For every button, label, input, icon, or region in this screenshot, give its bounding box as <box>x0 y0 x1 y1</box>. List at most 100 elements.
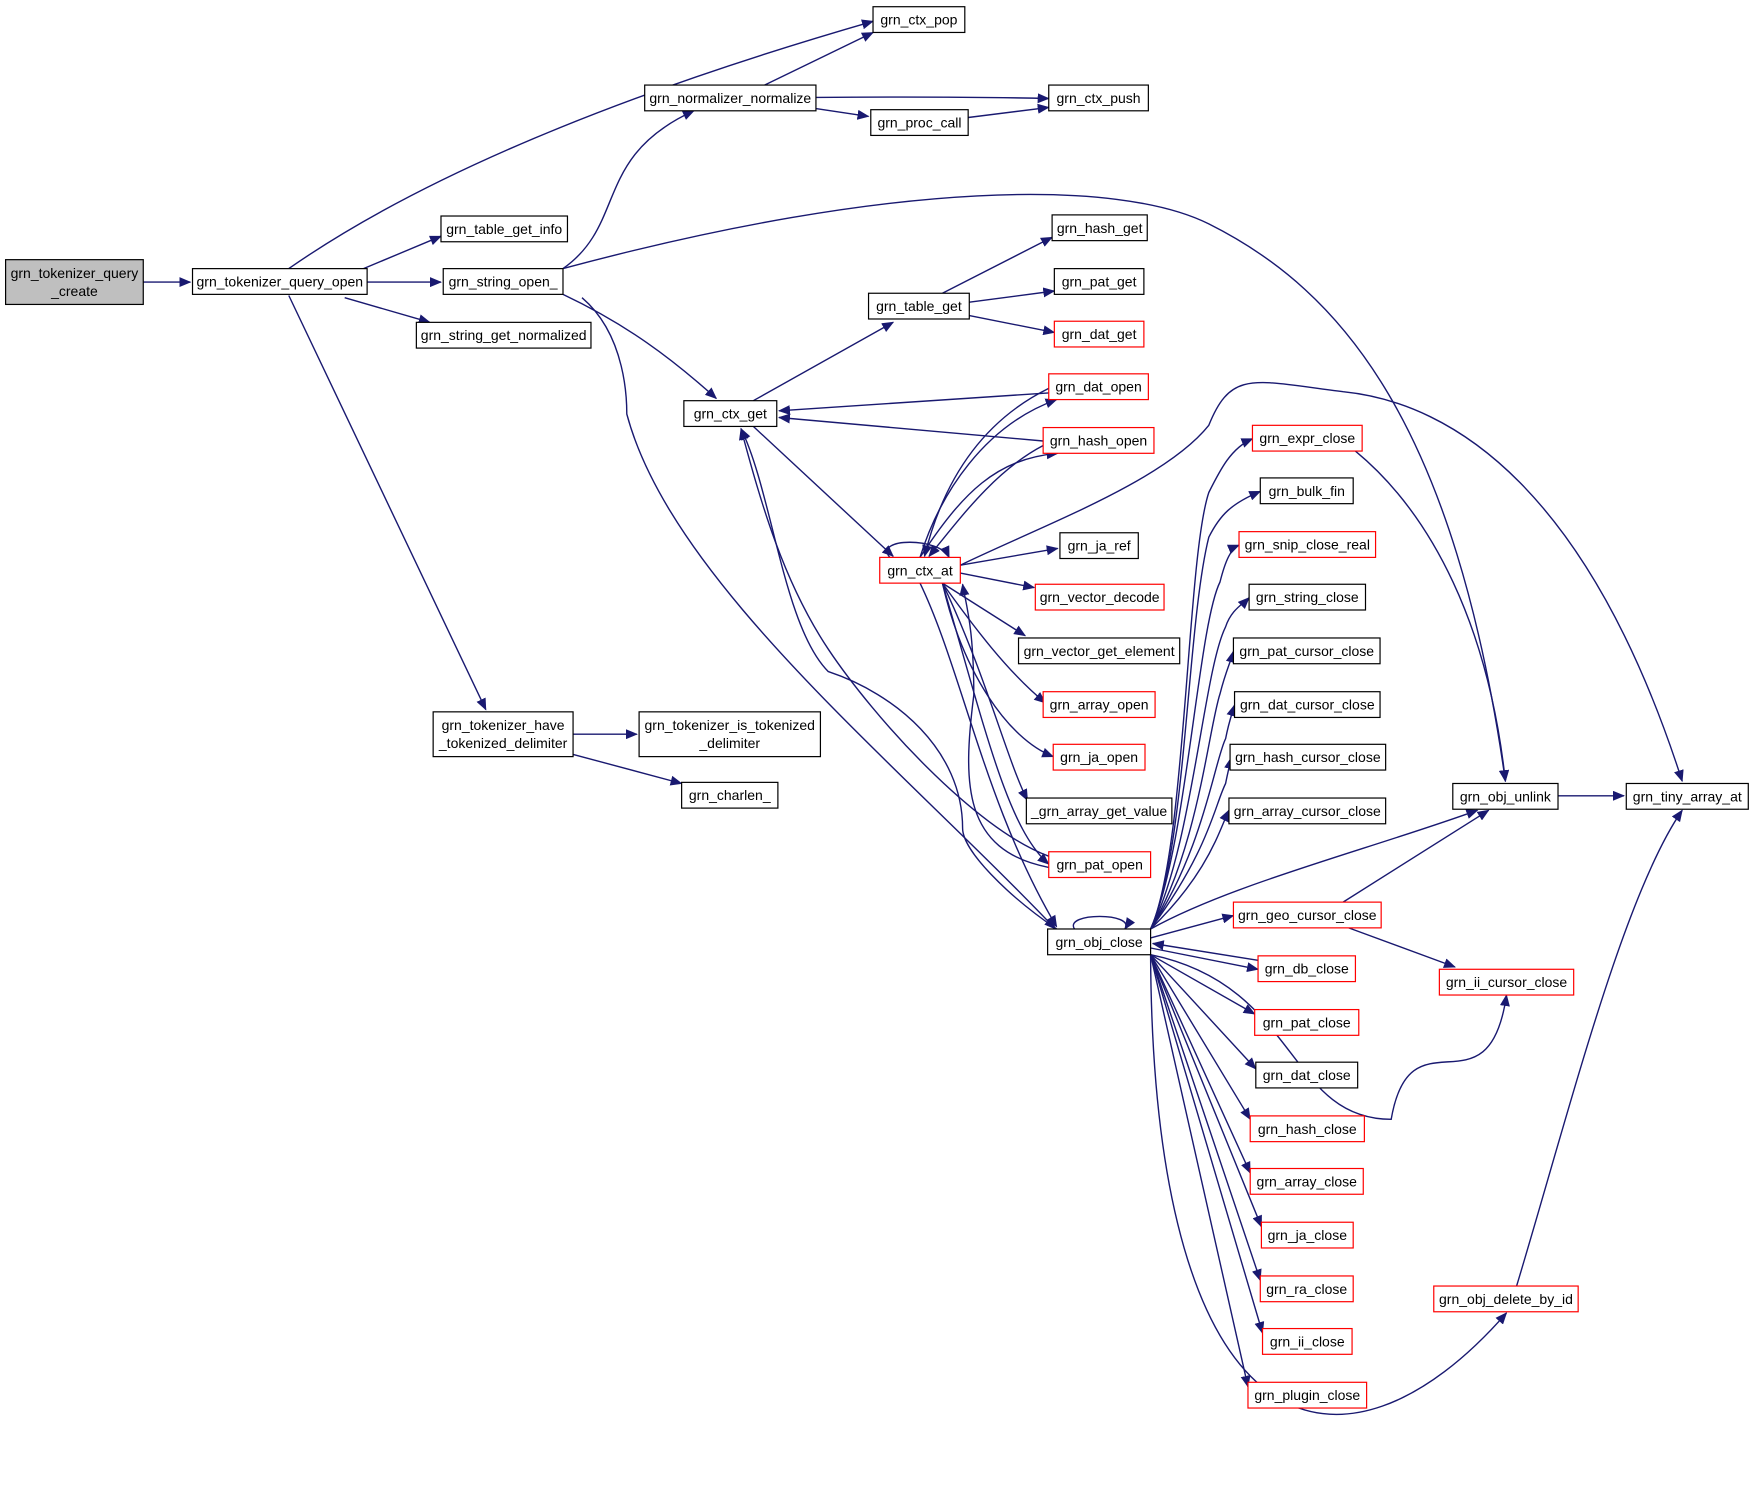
node-box <box>1228 797 1387 825</box>
node-grn-ctx-at[interactable]: grn_ctx_at <box>879 556 961 584</box>
node-box <box>1254 1008 1360 1036</box>
node-box <box>1052 743 1146 771</box>
node-grn-vector-decode[interactable]: grn_vector_decode <box>1034 583 1165 611</box>
edge-n38-n46 <box>1149 954 1262 1282</box>
node-label: _delimiter <box>698 735 760 751</box>
node-grn-charlen-[interactable]: grn_charlen_ <box>681 781 779 809</box>
edge-n14-n10 <box>752 425 894 557</box>
node-grn-ctx-get[interactable]: grn_ctx_get <box>683 400 778 428</box>
node-grn-bulk-fin[interactable]: grn_bulk_fin <box>1259 477 1354 505</box>
node-grn-hash-open[interactable]: grn_hash_open <box>1042 426 1155 454</box>
node-grn-ii-close[interactable]: grn_ii_close <box>1261 1327 1353 1355</box>
node-box <box>1017 637 1181 665</box>
node-label: grn_ii_close <box>1270 1333 1345 1349</box>
edge-n38-n38 <box>1150 947 1259 973</box>
node-label: grn_array_cursor_close <box>1234 803 1381 819</box>
edge-n20-n15 <box>960 545 1059 566</box>
node-grn-array-open[interactable]: grn_array_open <box>1042 691 1156 719</box>
node-label: grn_table_get_info <box>446 221 562 237</box>
node-label: grn_table_get <box>876 298 962 314</box>
node-grn-tokenizer-is-tokenized-delimiter[interactable]: grn_tokenizer_is_tokenized_delimiter <box>638 711 822 758</box>
node-grn-ra-close[interactable]: grn_ra_close <box>1259 1275 1354 1303</box>
node-label: grn_dat_get <box>1062 326 1137 342</box>
node-box <box>1249 1115 1365 1143</box>
node-grn-string-close[interactable]: grn_string_close <box>1248 583 1367 611</box>
node-grn-array-close[interactable]: grn_array_close <box>1249 1167 1364 1195</box>
node-grn-dat-open[interactable]: grn_dat_open <box>1048 373 1149 401</box>
node-label: grn_vector_get_element <box>1024 643 1175 659</box>
node-grn-tokenizer-have-tokenized-delimiter[interactable]: grn_tokenizer_have_tokenized_delimiter <box>432 711 574 758</box>
edge-n20-n29 <box>941 582 1029 802</box>
node-grn-expr-close[interactable]: grn_expr_close <box>1251 424 1363 452</box>
node-label: grn_ctx_at <box>887 562 952 578</box>
node-grn-tiny-array-at[interactable]: grn_tiny_array_at <box>1625 782 1749 810</box>
edge-n38-n19 <box>1149 596 1250 930</box>
node-label: grn_tiny_array_at <box>1633 788 1742 804</box>
edge-n38-n39 <box>1151 940 1259 961</box>
node-box <box>1048 851 1152 879</box>
node-grn-string-get-normalized[interactable]: grn_string_get_normalized <box>415 321 592 349</box>
node-label: grn_string_open_ <box>449 273 558 289</box>
edge-n7-n3 <box>562 293 718 400</box>
node-grn-hash-get[interactable]: grn_hash_get <box>1051 214 1148 242</box>
node-grn-tokenizer-query-open[interactable]: grn_tokenizer_query_open <box>191 268 368 295</box>
node-box <box>1053 268 1145 295</box>
node-grn-geo-cursor-close[interactable]: grn_geo_cursor_close <box>1232 901 1382 929</box>
node-box <box>1233 691 1381 719</box>
edge-n38-n35 <box>1150 913 1235 939</box>
node-grn-tokenizer-query-create[interactable]: grn_tokenizer_query_create <box>4 259 144 306</box>
node-box <box>1433 1285 1579 1313</box>
edge-n10-n11 <box>969 314 1056 336</box>
edge-n20-n38 <box>922 387 1050 558</box>
node-label: grn_tokenizer_query <box>11 265 139 281</box>
node-grn-snip-close-real[interactable]: grn_snip_close_real <box>1238 531 1377 558</box>
node-label: grn_hash_open <box>1050 432 1147 448</box>
edge-n38-n14 <box>1149 438 1254 930</box>
node-grn-obj-close[interactable]: grn_obj_close <box>1047 928 1152 956</box>
node-grn-table-get-info[interactable]: grn_table_get_info <box>440 215 569 243</box>
node-box <box>1452 782 1559 810</box>
node-grn-hash-close[interactable]: grn_hash_close <box>1249 1115 1365 1143</box>
edge-n7-n33 <box>581 297 1057 930</box>
node-grn-hash-cursor-close[interactable]: grn_hash_cursor_close <box>1229 743 1387 771</box>
node-box <box>1048 373 1149 401</box>
node-grn-ii-cursor-close[interactable]: grn_ii_cursor_close <box>1438 968 1575 996</box>
node-box <box>1229 743 1387 771</box>
node-box <box>1025 797 1173 825</box>
edge-n3-n2 <box>815 93 1050 104</box>
node-grn-dat-get[interactable]: grn_dat_get <box>1053 320 1145 348</box>
node-grn-array-get-value[interactable]: _grn_array_get_value <box>1025 797 1173 825</box>
node-grn-ja-close[interactable]: grn_ja_close <box>1260 1221 1354 1249</box>
edge-n15-n20 <box>959 583 1049 869</box>
node-grn-pat-cursor-close[interactable]: grn_pat_cursor_close <box>1232 637 1381 665</box>
node-grn-vector-get-element[interactable]: grn_vector_get_element <box>1017 637 1181 665</box>
node-grn-obj-unlink[interactable]: grn_obj_unlink <box>1452 782 1559 810</box>
node-grn-pat-close[interactable]: grn_pat_close <box>1254 1008 1360 1036</box>
node-grn-pat-open[interactable]: grn_pat_open <box>1048 851 1152 879</box>
node-label: grn_ja_close <box>1268 1227 1348 1243</box>
node-grn-ja-ref[interactable]: grn_ja_ref <box>1059 532 1139 560</box>
node-label: grn_hash_get <box>1057 220 1143 236</box>
node-grn-normalizer-normalize[interactable]: grn_normalizer_normalize <box>644 84 817 112</box>
node-grn-db-close[interactable]: grn_db_close <box>1257 955 1357 983</box>
node-label: grn_bulk_fin <box>1269 483 1345 499</box>
node-box <box>1042 691 1156 719</box>
node-grn-dat-close[interactable]: grn_dat_close <box>1255 1061 1359 1089</box>
node-grn-obj-delete-by-id[interactable]: grn_obj_delete_by_id <box>1433 1285 1579 1313</box>
node-box <box>1059 532 1139 560</box>
node-grn-string-open-[interactable]: grn_string_open_ <box>442 268 564 295</box>
node-grn-ctx-push[interactable]: grn_ctx_push <box>1048 84 1149 112</box>
node-grn-ja-open[interactable]: grn_ja_open <box>1052 743 1146 771</box>
node-grn-proc-call[interactable]: grn_proc_call <box>870 109 969 137</box>
node-grn-array-cursor-close[interactable]: grn_array_cursor_close <box>1228 797 1387 825</box>
edge-n13-n20 <box>928 444 1044 558</box>
node-grn-pat-get[interactable]: grn_pat_get <box>1053 268 1145 295</box>
edge-n36-n14 <box>919 398 1058 558</box>
node-box <box>1260 1221 1354 1249</box>
node-grn-dat-cursor-close[interactable]: grn_dat_cursor_close <box>1233 691 1381 719</box>
node-grn-plugin-close[interactable]: grn_plugin_close <box>1247 1381 1368 1409</box>
node-label: grn_vector_decode <box>1040 589 1160 605</box>
node-grn-table-get[interactable]: grn_table_get <box>867 292 970 320</box>
node-grn-ctx-pop[interactable]: grn_ctx_pop <box>872 6 966 34</box>
node-box <box>1247 1381 1368 1409</box>
